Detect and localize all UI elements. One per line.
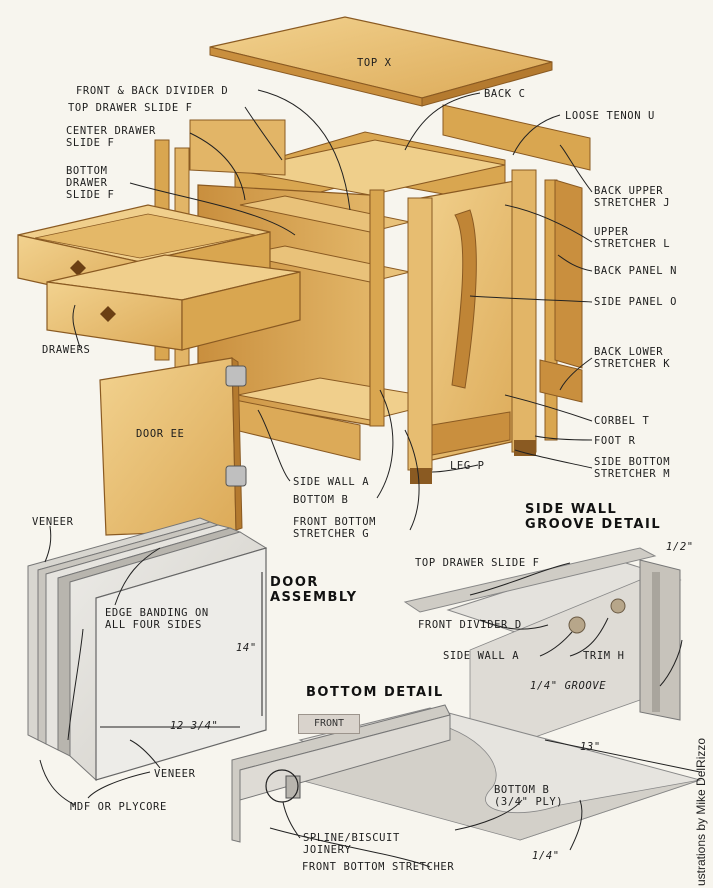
dimension-quarter: 1/4" — [532, 850, 560, 862]
dimension-half-inch: 1/2" — [666, 541, 694, 553]
bottom-detail-title: BOTTOM DETAIL — [306, 685, 444, 700]
door-assembly-drawing — [27, 517, 268, 782]
cabinet-carcass — [154, 104, 591, 484]
label-veneer-top: VENEER — [32, 516, 74, 528]
label-back-lower-stretcher: BACK LOWER STRETCHER K — [594, 346, 671, 370]
label-back: BACK C — [484, 88, 526, 100]
groove-detail-drawing — [403, 547, 682, 761]
label-veneer-bottom: VENEER — [154, 768, 196, 780]
label-front-back-divider: FRONT & BACK DIVIDER D — [76, 85, 229, 97]
label-drawers: DRAWERS — [42, 344, 91, 356]
label-door: DOOR EE — [136, 428, 185, 440]
label-top: TOP X — [357, 57, 392, 69]
label-bottom-drawer-slide: BOTTOM DRAWER SLIDE F — [66, 165, 115, 201]
label-back-upper-stretcher: BACK UPPER STRETCHER J — [594, 185, 671, 209]
dimension-height: 14" — [236, 642, 257, 654]
label-bottom-ply: BOTTOM B (3/4" PLY) — [494, 784, 564, 808]
drawers — [17, 204, 301, 351]
label-core: MDF OR PLYCORE — [70, 801, 167, 813]
label-loose-tenon: LOOSE TENON U — [565, 110, 655, 122]
leader-lines — [39, 89, 683, 868]
label-groove-side-wall: SIDE WALL A — [443, 650, 520, 662]
door — [99, 357, 247, 536]
label-top-drawer-slide: TOP DRAWER SLIDE F — [68, 102, 193, 114]
front-tag: FRONT — [298, 714, 360, 734]
label-leg: LEG P — [450, 460, 485, 472]
label-side-wall: SIDE WALL A — [293, 476, 370, 488]
label-corbel: CORBEL T — [594, 415, 650, 427]
label-front-bottom-stretcher: FRONT BOTTOM STRETCHER G — [293, 516, 377, 540]
label-upper-stretcher: UPPER STRETCHER L — [594, 226, 671, 250]
label-bottom: BOTTOM B — [293, 494, 349, 506]
label-bottom-front-stretcher: FRONT BOTTOM STRETCHER — [302, 861, 455, 873]
label-foot: FOOT R — [594, 435, 636, 447]
label-quarter-groove: 1/4" GROOVE — [530, 680, 607, 692]
label-back-panel: BACK PANEL N — [594, 265, 678, 277]
dimension-width: 12 3/4" — [170, 720, 219, 732]
label-edge-banding: EDGE BANDING ON ALL FOUR SIDES — [105, 607, 209, 631]
top-panel — [209, 16, 553, 107]
label-center-drawer-slide: CENTER DRAWER SLIDE F — [66, 125, 156, 149]
label-side-bottom-stretcher: SIDE BOTTOM STRETCHER M — [594, 456, 671, 480]
illustration-credit: ustrations by Mike DelRizzo — [694, 737, 708, 886]
label-groove-top-drawer-slide: TOP DRAWER SLIDE F — [415, 557, 540, 569]
label-side-panel: SIDE PANEL O — [594, 296, 678, 308]
dimension-13: 13" — [580, 741, 601, 753]
door-assembly-title: DOOR ASSEMBLY — [270, 575, 358, 605]
label-front-divider: FRONT DIVIDER D — [418, 619, 522, 631]
label-trim: TRIM H — [583, 650, 625, 662]
label-spline: SPLINE/BISCUIT JOINERY — [303, 832, 400, 856]
groove-detail-title: SIDE WALL GROOVE DETAIL — [525, 502, 662, 532]
